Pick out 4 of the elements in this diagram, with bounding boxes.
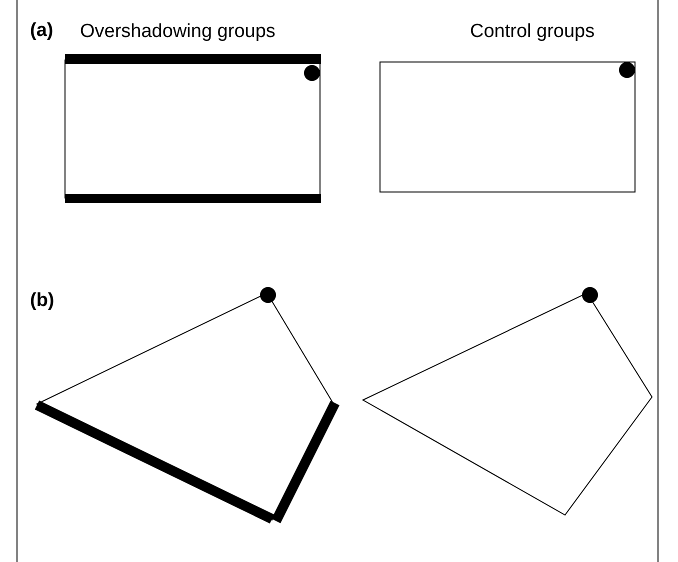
panel-label: (a)	[30, 20, 54, 42]
panel-label: (b)	[30, 290, 54, 312]
column-heading: Overshadowing groups	[80, 21, 276, 43]
column-heading: Control groups	[470, 21, 595, 43]
